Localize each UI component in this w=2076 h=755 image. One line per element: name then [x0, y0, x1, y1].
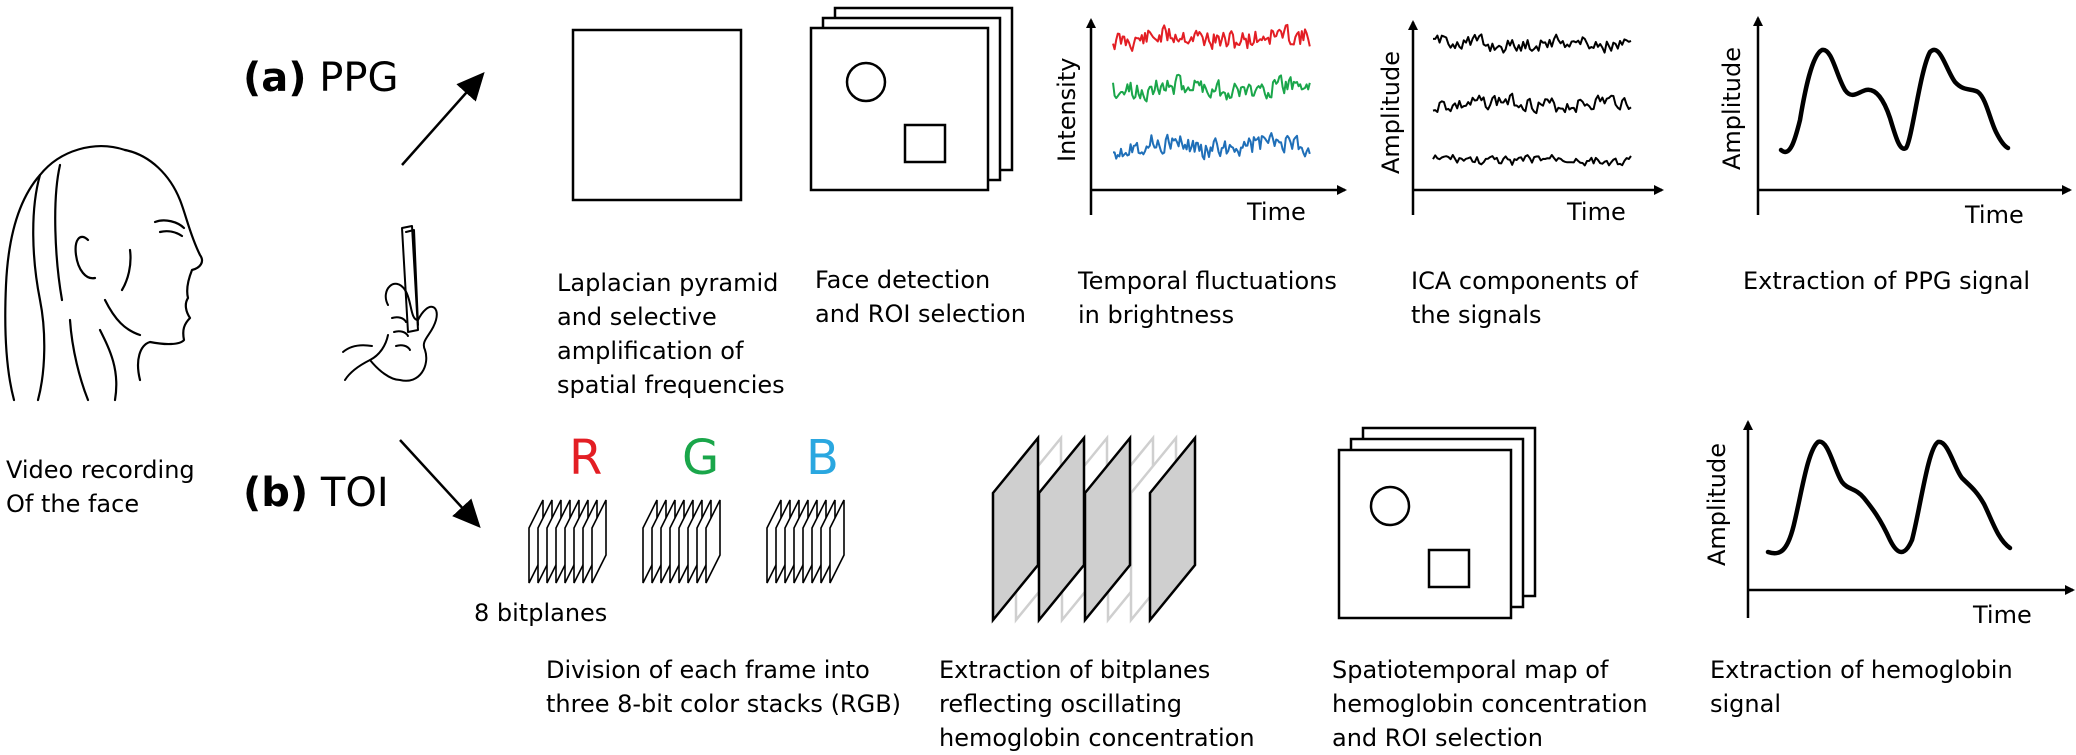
smartphone-in-hand-illustration — [342, 225, 438, 382]
red-brightness-trace — [1112, 23, 1311, 52]
ppg-step-5-caption: Extraction of PPG signal — [1743, 267, 2031, 295]
intensity-chart-axes — [1086, 18, 1347, 215]
roi-square — [903, 123, 947, 164]
toi-step-4-caption: Extraction of hemoglobin signal — [1710, 656, 2013, 718]
green-brightness-trace — [1112, 73, 1311, 103]
intensity-axis-label: Intensity — [1053, 57, 1081, 162]
section-toi-label: (b) TOI — [243, 470, 389, 516]
section-toi-name: TOI — [320, 470, 389, 516]
ppg-step-4-caption: ICA components of the signals — [1411, 267, 1638, 329]
ppg-branch-arrow — [401, 72, 485, 166]
toi-step-3-caption: Spatiotemporal map of hemoglobin concent… — [1332, 656, 1648, 752]
roi-square — [1427, 548, 1471, 589]
roi-circle — [1369, 485, 1411, 527]
ica-chart-axes — [1408, 20, 1664, 215]
ica-component-traces — [1432, 33, 1632, 167]
bitplane-g-8 — [705, 499, 721, 584]
ppg-step-3-caption: Temporal fluctuations in brightness — [1078, 267, 1337, 329]
ppg-amplitude-axis-label: Amplitude — [1718, 47, 1746, 170]
roi-circle — [845, 61, 887, 103]
hemoglobin-chart-axes — [1743, 420, 2075, 618]
ica-chart-time-label: Time — [1567, 198, 1626, 226]
hemoglobin-waveform — [1765, 439, 2013, 556]
section-ppg-name: PPG — [319, 55, 399, 101]
extracted-bitplanes — [991, 434, 1197, 624]
rgb-brightness-traces — [1112, 23, 1311, 161]
ica-amplitude-axis-label: Amplitude — [1377, 51, 1405, 174]
input-caption: Video recording Of the face — [6, 456, 195, 518]
section-ppg-letter: (a) — [243, 55, 307, 101]
ica-component-1-trace — [1433, 33, 1632, 54]
section-toi-letter: (b) — [243, 470, 309, 516]
ppg-signal-chart-axes — [1753, 16, 2072, 215]
channel-g-label: G — [682, 430, 720, 486]
channel-b-label: B — [806, 430, 839, 486]
face-detection-frame-stack — [809, 6, 1014, 192]
hemoglobin-map-stack — [1337, 426, 1537, 620]
intensity-chart-time-label: Time — [1247, 198, 1306, 226]
laplacian-frame — [571, 28, 743, 202]
section-ppg-label: (a) PPG — [243, 55, 399, 101]
channel-r-label: R — [569, 430, 603, 486]
toi-step-2-caption: Extraction of bitplanes reflecting oscil… — [939, 656, 1255, 752]
face-profile-illustration — [4, 145, 204, 402]
bitplane-b-8 — [829, 499, 845, 584]
ppg-waveform — [1778, 47, 2011, 155]
bitplane-r-8 — [591, 499, 607, 584]
ica-component-3-trace — [1432, 154, 1632, 167]
rgb-bitplane-stacks — [528, 499, 845, 584]
hemoglobin-chart-time-label: Time — [1973, 601, 2032, 629]
bitplanes-count-label: 8 bitplanes — [474, 599, 608, 627]
toi-step-1-caption: Division of each frame into three 8-bit … — [546, 656, 902, 718]
ppg-step-2-caption: Face detection and ROI selection — [815, 266, 1026, 328]
ppg-step-1-caption: Laplacian pyramid and selective amplific… — [557, 269, 785, 399]
blue-brightness-trace — [1113, 132, 1311, 161]
ica-component-2-trace — [1432, 92, 1632, 115]
toi-branch-arrow — [399, 439, 481, 528]
ppg-chart-time-label: Time — [1965, 201, 2024, 229]
hemoglobin-amplitude-axis-label: Amplitude — [1703, 443, 1731, 566]
